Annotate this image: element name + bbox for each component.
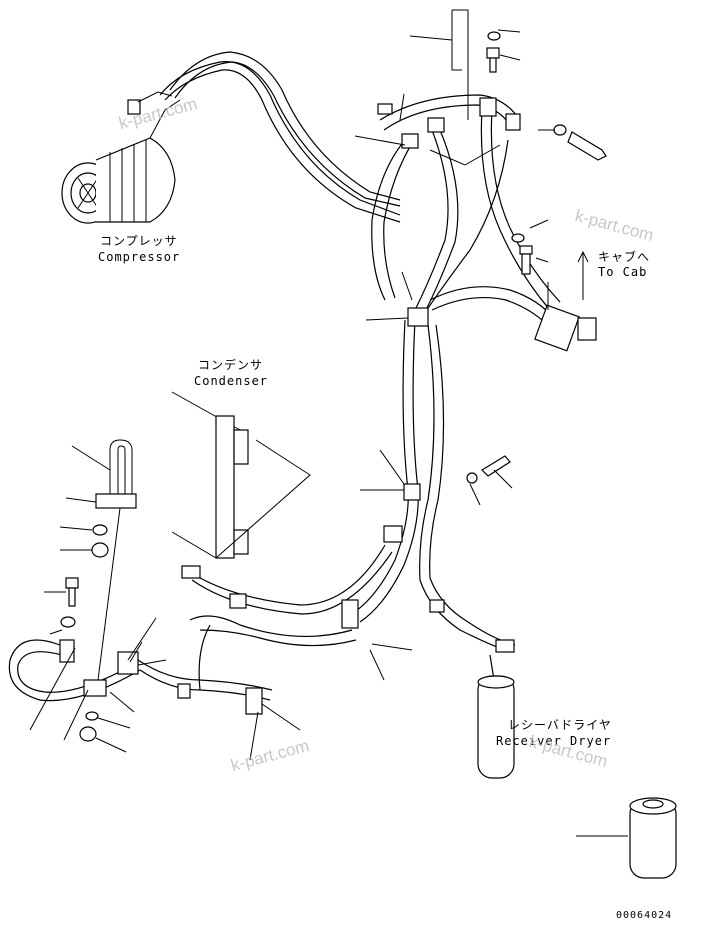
lower-left-hoses bbox=[8, 624, 273, 715]
condenser-bracket bbox=[171, 391, 311, 559]
upper-manifold bbox=[371, 9, 561, 321]
leader-lines bbox=[29, 29, 628, 837]
condenser-hoses bbox=[181, 544, 393, 647]
drawing-number: 00064024 bbox=[616, 910, 673, 921]
upper-right-small-parts bbox=[466, 31, 607, 484]
receiver-dryer-part bbox=[477, 654, 515, 779]
condenser-label-en: Condenser bbox=[194, 374, 269, 388]
main-hoses bbox=[349, 307, 516, 653]
compressor-label-jp: コンプレッサ bbox=[100, 234, 178, 248]
condenser-label-jp: コンデンサ bbox=[198, 358, 264, 372]
compressor-label-en: Compressor bbox=[98, 250, 181, 264]
cab-label-jp: キャブへ bbox=[598, 250, 651, 264]
compressor-hoses bbox=[159, 51, 401, 223]
left-small-parts bbox=[60, 439, 137, 742]
cab-label-en: To Cab bbox=[598, 265, 648, 279]
spare-receiver-dryer bbox=[629, 797, 677, 879]
receiver-label-jp: レシーバドライヤ bbox=[508, 718, 612, 732]
receiver-label-en: Receiver Dryer bbox=[496, 734, 612, 748]
cab-connection bbox=[429, 250, 597, 352]
compressor-part bbox=[61, 91, 181, 224]
